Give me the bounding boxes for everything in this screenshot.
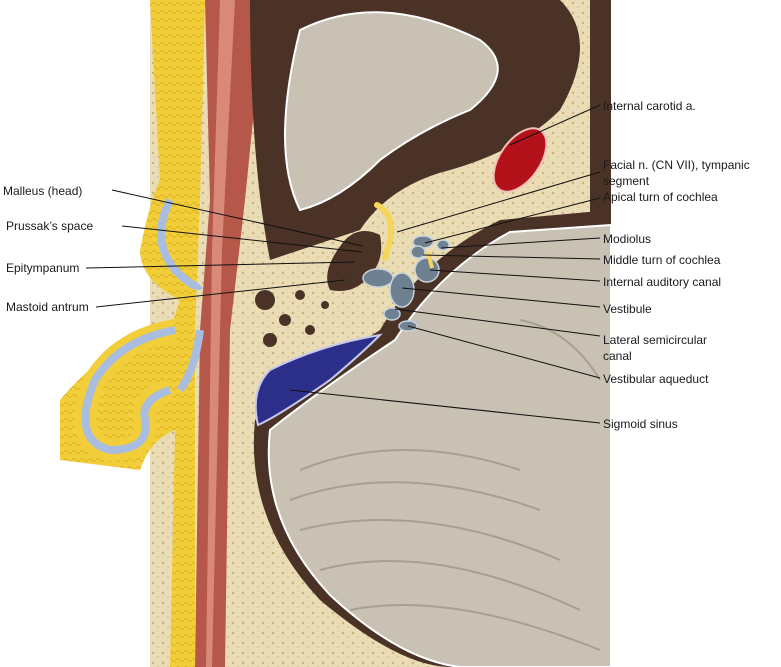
internal-carotid-shape (492, 127, 548, 193)
label-sigmoid-sinus: Sigmoid sinus (603, 417, 678, 431)
cerebellum (267, 223, 612, 667)
label-prussaks-space: Prussak’s space (6, 219, 94, 233)
label-malleus-head: Malleus (head) (3, 184, 83, 198)
label-internal-carotid: Internal carotid a. (603, 99, 696, 113)
label-vestibule: Vestibule (603, 302, 652, 316)
label-modiolus: Modiolus (603, 232, 652, 246)
leader-lines (85, 104, 601, 424)
label-facial-nerve-line1: Facial n. (CN VII), tympanic (603, 158, 750, 172)
temporal-lobe (284, 11, 499, 212)
facial-nerve-shape (374, 202, 395, 261)
sigmoid-sinus-shape (254, 333, 383, 427)
label-epitympanum: Epitympanum (6, 261, 80, 275)
label-internal-auditory-canal: Internal auditory canal (603, 275, 722, 289)
label-facial-nerve-line2: segment (603, 174, 650, 188)
label-lateral-scc-line1: Lateral semicircular (603, 333, 708, 347)
scalp-fat (60, 0, 205, 667)
label-middle-turn: Middle turn of cochlea (603, 253, 721, 267)
label-apical-turn: Apical turn of cochlea (603, 190, 718, 204)
label-mastoid-antrum: Mastoid antrum (6, 300, 89, 314)
label-vestibular-aqueduct: Vestibular aqueduct (603, 372, 709, 386)
label-lateral-scc-line2: canal (603, 349, 632, 363)
